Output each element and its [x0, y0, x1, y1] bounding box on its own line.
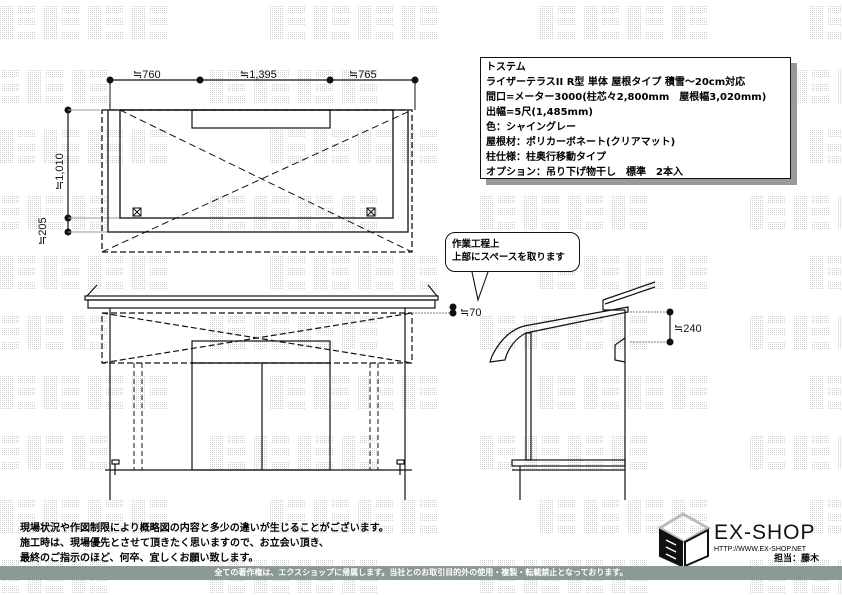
watermark-stamp — [750, 315, 842, 349]
spec-width: 間口=メーター3000(柱芯々2,800mm 屋根幅3,020mm) — [486, 92, 767, 103]
width-dim-center: ≒1,395 — [240, 69, 277, 81]
front-view — [84, 271, 489, 500]
post-marker — [366, 207, 376, 217]
watermark-stamp — [270, 5, 438, 39]
watermark-stamp — [0, 375, 168, 409]
callout-bubble: 作業工程上 上部にスペースを取ります — [445, 232, 580, 272]
brand-url: HTTP://WWW.EX-SHOP.NET — [714, 546, 807, 553]
watermark-stamp — [810, 500, 842, 534]
side-view — [489, 281, 674, 500]
watermark-stamp — [210, 195, 378, 229]
callout-line: 上部にスペースを取ります — [452, 252, 565, 263]
watermark-stamp — [2, 70, 108, 104]
spec-depth: 出幅=5尺(1,485mm) — [486, 107, 593, 118]
watermark-stamp — [0, 255, 168, 289]
watermark-stamp — [270, 500, 438, 534]
watermark-stamp — [210, 435, 378, 469]
watermark-stamp — [750, 435, 842, 469]
depth-dim-small: ≒205 — [37, 217, 49, 245]
note-line: 施工時は、現場優先とさせて頂きたく思いますので、お立会い頂き、 — [20, 538, 329, 549]
spec-maker: トステム — [486, 62, 526, 73]
notes: 現場状況や作図制限により概略図の内容と多少の違いが生じることがございます。 施工… — [20, 521, 389, 566]
callout-line: 作業工程上 — [452, 239, 500, 250]
watermark-stamp — [810, 5, 842, 39]
watermark-stamp — [480, 435, 648, 469]
post-marker — [132, 207, 142, 217]
watermark-stamp — [270, 130, 438, 164]
spec-column: 柱仕様：柱奥行移動タイプ — [486, 152, 606, 163]
watermark-stamp — [0, 5, 168, 39]
watermark-stamp — [810, 130, 842, 164]
copyright-footer: 全ての著作権は、エクスショップに帰属します。当社とのお取引目的外の使用・複製・転… — [0, 566, 842, 580]
depth-dim: ≒1,010 — [54, 153, 66, 190]
clearance-dim: ≒70 — [460, 307, 481, 319]
watermark-stamp — [540, 500, 708, 534]
watermark-stamp — [0, 130, 168, 164]
watermark-stamp — [2, 435, 108, 469]
watermark-stamp — [0, 500, 168, 534]
width-dim-right: ≒765 — [349, 69, 377, 81]
spec-roof-material: 屋根材：ポリカーボネート(クリアマット) — [486, 137, 676, 148]
watermark-stamp — [270, 255, 438, 289]
ex-shop-logo-icon — [657, 512, 712, 568]
width-dim-left: ≒760 — [133, 69, 161, 81]
watermark-stamp — [480, 195, 648, 229]
watermark-stamp — [750, 195, 842, 229]
watermark-stamp — [270, 375, 438, 409]
watermark — [0, 5, 842, 594]
spec-option: オプション：吊り下げ物干し 標準 2本入 — [486, 167, 683, 178]
note-line: 現場状況や作図制限により概略図の内容と多少の違いが生じることがございます。 — [20, 523, 389, 534]
staff-name: 担当：藤木 — [774, 554, 820, 564]
watermark-stamp — [540, 375, 708, 409]
spec-box: トステム ライザーテラスII R型 単体 屋根タイプ 積雪～20cm対応 間口=… — [480, 57, 791, 179]
spec-product: ライザーテラスII R型 単体 屋根タイプ 積雪～20cm対応 — [486, 77, 746, 88]
brand-name: EX-SHOP — [714, 521, 816, 544]
watermark-stamp — [210, 70, 378, 104]
watermark-stamp — [2, 195, 108, 229]
watermark-stamp — [540, 5, 708, 39]
height-dim: ≒240 — [674, 323, 702, 335]
watermark-stamp — [810, 255, 842, 289]
watermark-stamp — [540, 255, 708, 289]
watermark-stamp — [2, 315, 108, 349]
spec-color: 色：シャイングレー — [486, 122, 576, 133]
watermark-stamp — [810, 375, 842, 409]
watermark-stamp — [480, 315, 648, 349]
plan-view — [64, 76, 419, 253]
note-line: 最終のご指示のほど、何卒、宜しくお願い致します。 — [20, 553, 259, 564]
